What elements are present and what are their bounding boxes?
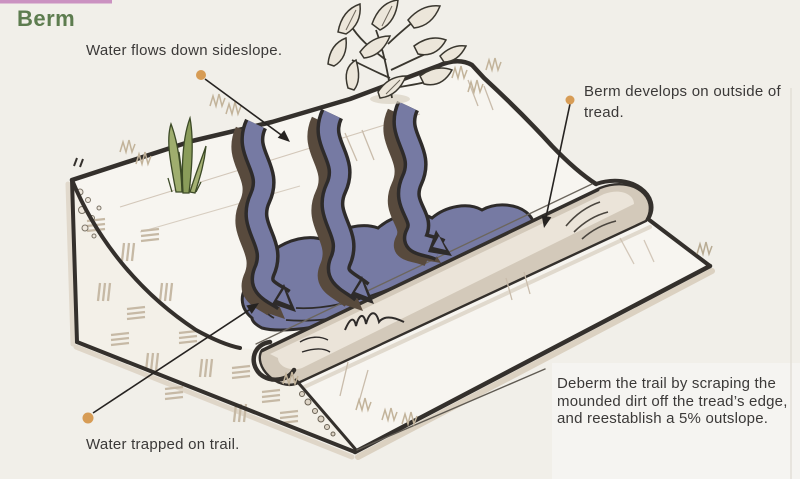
leader-lines <box>82 70 575 424</box>
leader-berm-develops <box>541 103 571 228</box>
ground-shadows <box>65 181 715 460</box>
leader-water-trapped <box>92 303 259 414</box>
berm-cap-outline <box>594 178 654 221</box>
corner-tick-marks <box>73 157 84 168</box>
backslope-profile-curve <box>70 178 242 350</box>
left-edge <box>70 178 79 344</box>
leaf-veins <box>345 5 401 95</box>
page-title: Berm <box>17 6 76 31</box>
ground-inner-line <box>356 368 546 451</box>
outslope-bottom-edge <box>352 263 713 455</box>
label-water-flows: Water flows down sideslope. <box>86 42 283 59</box>
arrowheads <box>272 230 452 312</box>
tread-squiggle <box>299 312 405 353</box>
grass-clump <box>167 115 207 194</box>
arrow-bodies <box>243 102 444 308</box>
terrain-outlines <box>69 59 713 455</box>
berm-contour-arcs <box>565 201 617 240</box>
berm-front-curl <box>251 339 297 382</box>
caption-line-1: Deberm the trail by scraping the <box>557 375 776 392</box>
deberm-caption: Deberm the trail by scraping the mounded… <box>557 375 788 428</box>
caption-line-2: mounded dirt off the tread’s edge, <box>557 392 788 410</box>
right-edge <box>646 217 712 268</box>
leader-water-flows <box>204 78 290 142</box>
dot-berm-develops <box>565 95 575 105</box>
backslope-ridge-line <box>69 59 599 187</box>
top-accent-bar <box>0 0 112 4</box>
pebbles-front <box>299 391 336 437</box>
cut-face <box>72 180 357 451</box>
water-flow-arrows <box>231 100 452 319</box>
front-bottom-edge <box>75 340 357 454</box>
grass-tufts <box>119 57 713 427</box>
berm-highlight <box>270 191 634 370</box>
label-berm-develops: Berm develops on outside of tread. <box>584 83 781 121</box>
leader-dots <box>82 70 575 424</box>
dot-water-trapped <box>82 412 94 424</box>
berm-ridge <box>251 183 652 386</box>
dot-water-flows <box>196 70 206 80</box>
caption-line-3: and reestablish a 5% outslope. <box>557 410 769 427</box>
label-water-trapped: Water trapped on trail. <box>86 436 240 453</box>
corner-front-edge <box>294 378 359 453</box>
plant-sprig <box>327 0 468 104</box>
terrain <box>65 59 715 460</box>
page-shading <box>552 363 800 479</box>
